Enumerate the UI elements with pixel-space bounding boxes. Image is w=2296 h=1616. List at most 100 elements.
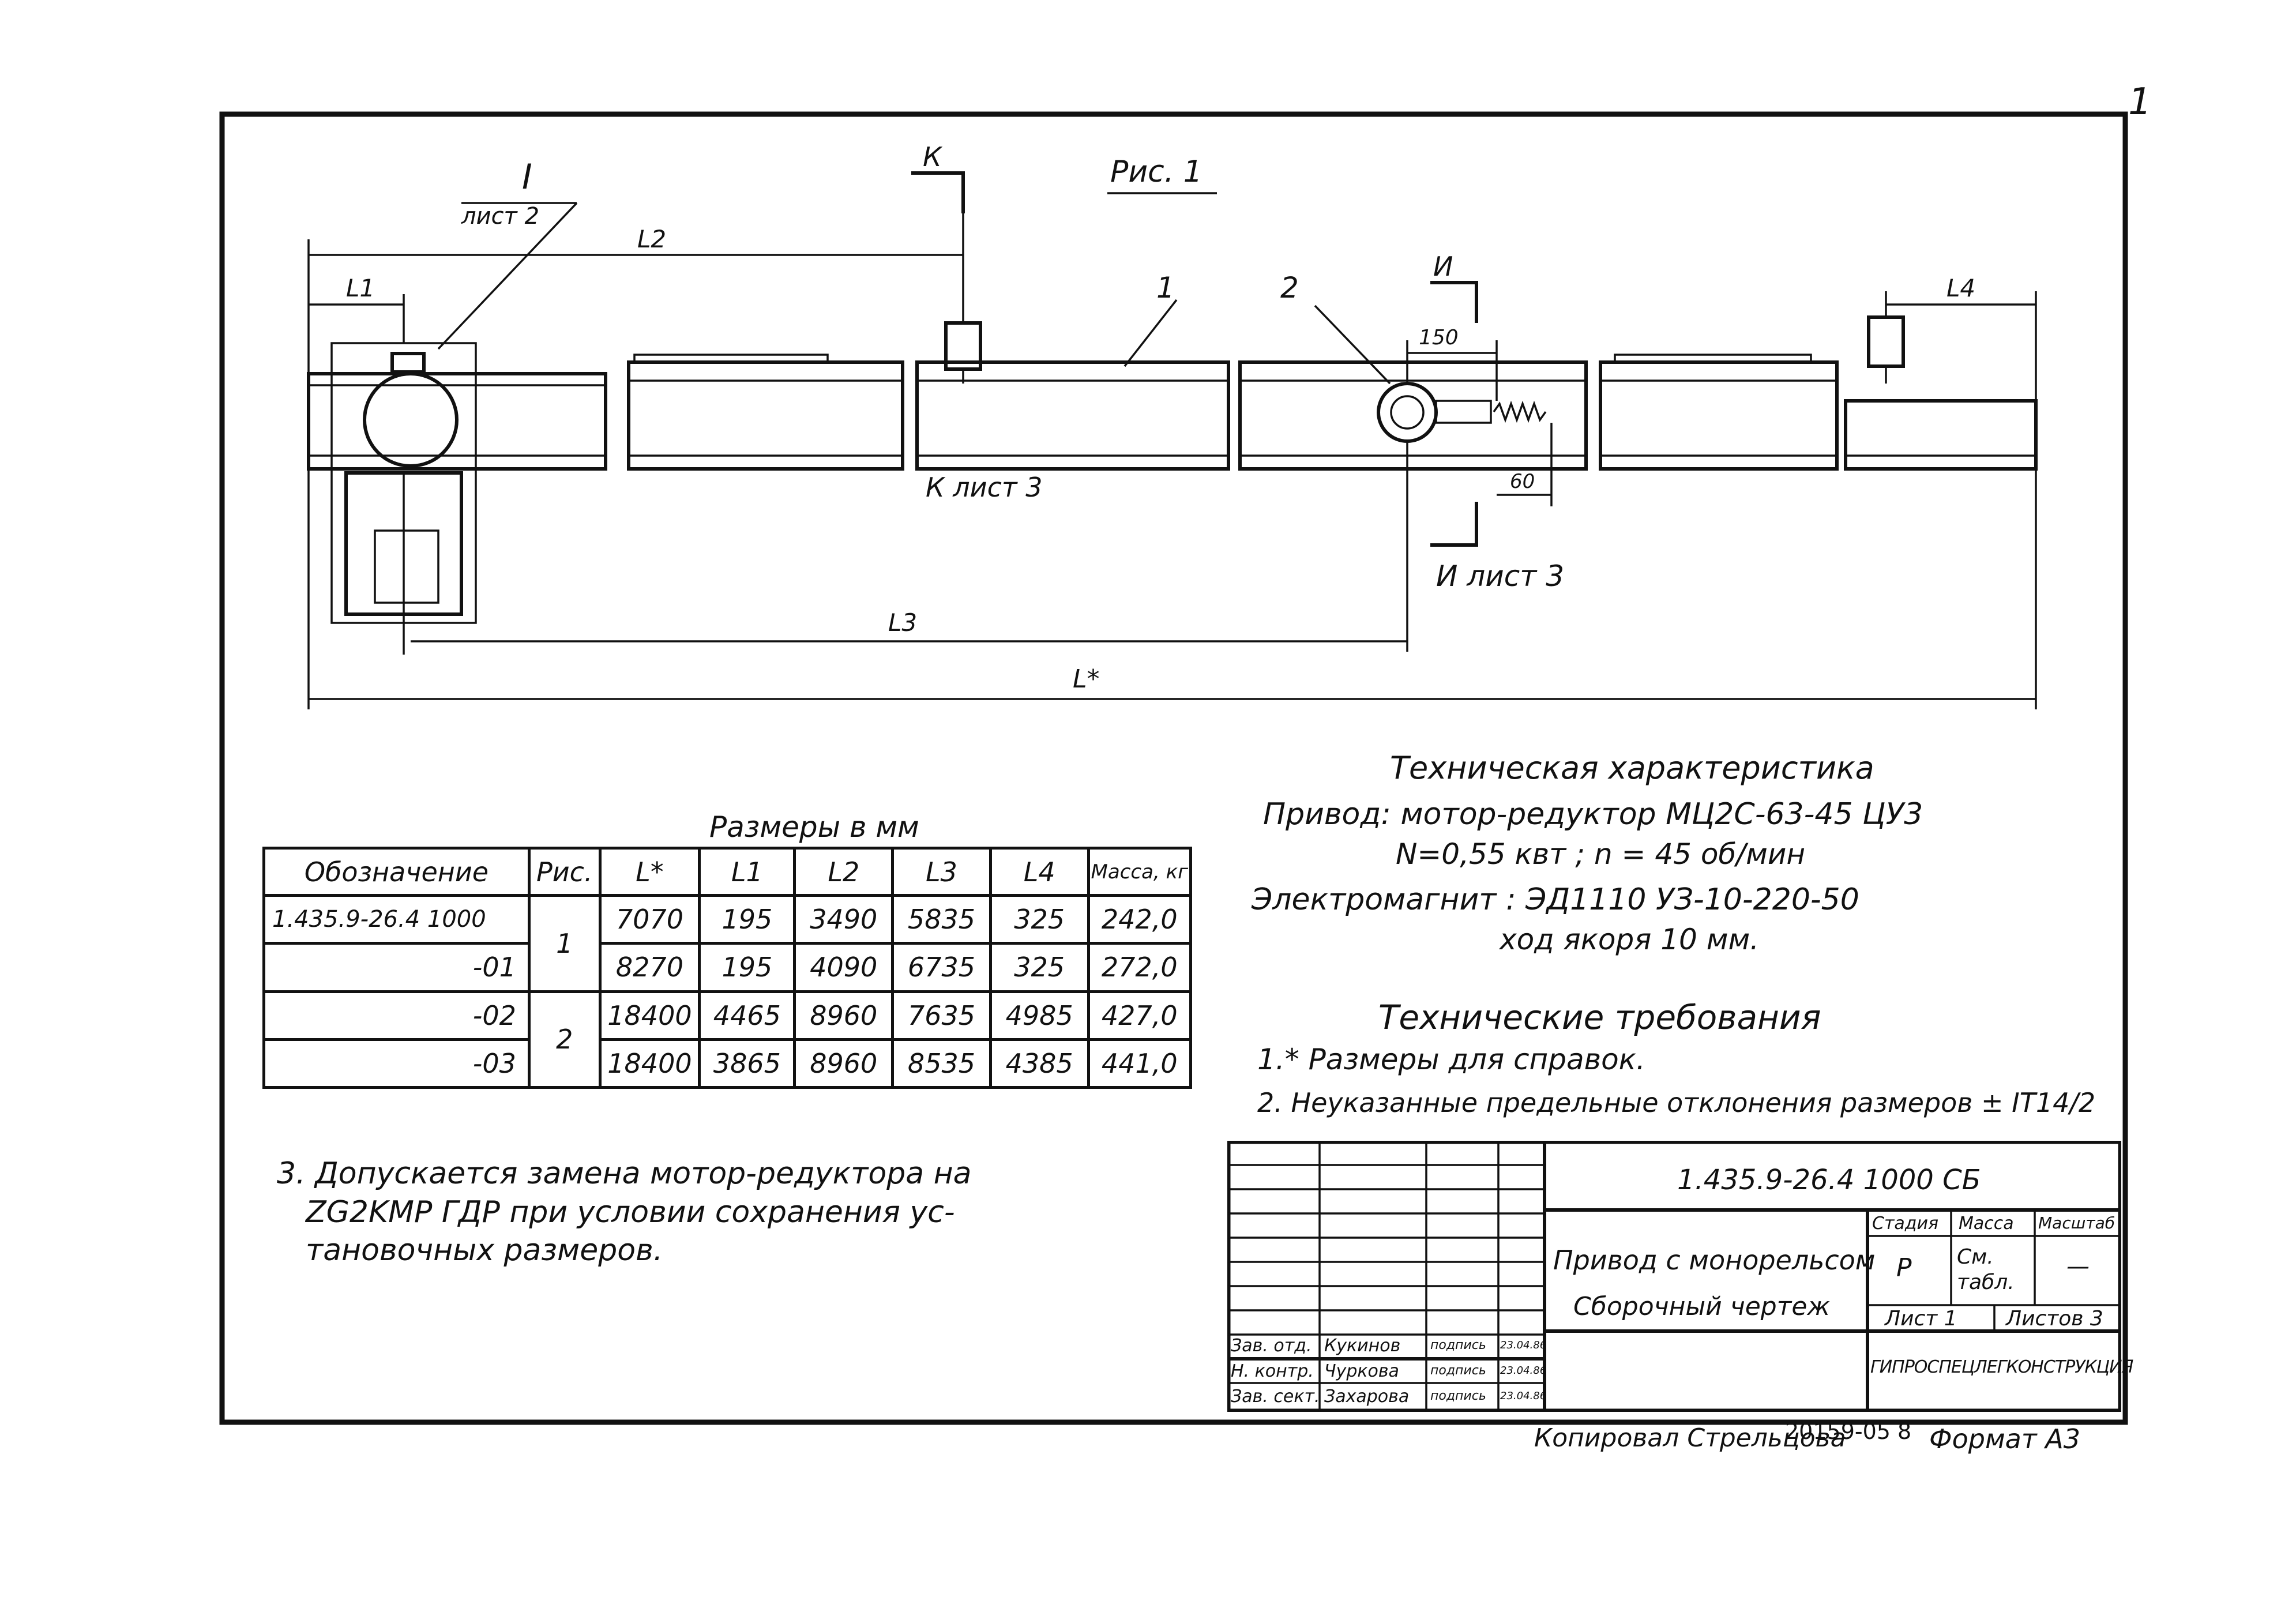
section-K-mark	[911, 171, 965, 213]
cell-L2: 4090	[793, 942, 895, 993]
col-figure: Рис.	[527, 847, 602, 897]
cell-L4: 4985	[989, 990, 1090, 1041]
cell-L-total: 8270	[598, 942, 701, 993]
leader-view-I	[437, 202, 578, 350]
col-L2: L2	[793, 847, 895, 897]
sheet-number: Лист 1	[1885, 1307, 1957, 1331]
rail-segment-6	[1844, 399, 2038, 471]
section-K-sheet: К лист 3	[926, 472, 1043, 503]
rail-segment-3	[915, 360, 1230, 471]
top-plate	[1614, 354, 1812, 364]
cell-L-total: 18400	[598, 1038, 701, 1089]
rail-segment-1	[307, 372, 607, 471]
sig-role: Зав. отд.	[1231, 1336, 1312, 1356]
dim-L4-label: L4	[1946, 274, 1976, 302]
cell-L4: 325	[989, 893, 1090, 945]
cell-figure: 2	[527, 990, 602, 1089]
size-table: Обозначение Рис. L* L1 L2 L3 L4 Масса, к…	[262, 847, 1192, 1089]
cell-L2: 8960	[793, 1038, 895, 1089]
cell-L1: 195	[698, 893, 796, 945]
motor-mount	[390, 352, 426, 374]
cell-L2: 3490	[793, 893, 895, 945]
table-header-row: Обозначение Рис. L* L1 L2 L3 L4 Масса, к…	[262, 847, 1192, 897]
part-1-label: 1	[1156, 271, 1175, 305]
col-L-total: L*	[598, 847, 701, 897]
scale-value: —	[2066, 1253, 2090, 1280]
cell-L1: 3865	[698, 1038, 796, 1089]
table-row: -03 18400 3865 8960 8535 4385 441,0	[262, 1038, 1192, 1089]
section-I-top-label: И	[1433, 251, 1453, 282]
leader-part-1	[1123, 299, 1178, 367]
cell-designation: 1.435.9-26.4 1000	[262, 893, 531, 945]
col-designation: Обозначение	[262, 847, 531, 897]
motor-housing	[363, 372, 459, 468]
gear-inner	[374, 529, 439, 604]
col-mass: Масса, кг	[1087, 847, 1192, 897]
cell-designation: -03	[262, 1038, 531, 1089]
figure-label: Рис. 1	[1110, 155, 1203, 189]
cell-L3: 8535	[891, 1038, 992, 1089]
monorail	[307, 354, 2038, 471]
dim-60-label: 60	[1510, 470, 1535, 493]
cell-L-total: 7070	[598, 893, 701, 945]
sig-role: Зав. сект.	[1231, 1386, 1320, 1407]
tech-char-drive: Привод: мотор-редуктор МЦ2С-63-45 ЦУ3	[1263, 797, 1923, 832]
sig-signature: подпись	[1430, 1338, 1486, 1352]
archive-sheet: 8	[1897, 1419, 1912, 1444]
tech-char-drive-params: N=0,55 квт ; n = 45 об/мин	[1396, 837, 1806, 871]
dim-L-total-label: L*	[1073, 664, 1100, 694]
document-name-line1: Привод с монорельсом	[1553, 1245, 1876, 1276]
table-row: 1.435.9-26.4 1000 1 7070 195 3490 5835 3…	[262, 893, 1192, 993]
sig-date: 23.04.86	[1500, 1339, 1547, 1351]
dim-L2-label: L2	[637, 225, 667, 253]
dim-150-label: 150	[1419, 326, 1459, 349]
cell-L-total: 18400	[598, 990, 701, 1041]
document-name-line2: Сборочный чертеж	[1573, 1292, 1831, 1321]
section-K-label: К	[923, 141, 942, 172]
cell-L2: 8960	[793, 990, 895, 1041]
archive-number: 20159-05	[1785, 1419, 1891, 1444]
cell-L4: 325	[989, 942, 1090, 993]
stage-value: Р	[1896, 1253, 1912, 1283]
mass-label: Масса	[1959, 1213, 2014, 1234]
cell-L1: 4465	[698, 990, 796, 1041]
tech-req-item3-line2: ZG2KMP ГДР при условии сохранения ус-	[306, 1195, 955, 1230]
section-I-top-mark	[1430, 281, 1478, 323]
dim-L3-label: L3	[888, 608, 918, 637]
scale-label: Масштаб	[2038, 1213, 2115, 1232]
copied-by: Копировал Стрельцова	[1534, 1423, 1846, 1453]
title-block: 1.435.9-26.4 1000 СБ Привод с монорельсо…	[1227, 1141, 2133, 1412]
cell-designation: -01	[262, 942, 531, 993]
section-I-bottom-label: И лист 3	[1436, 559, 1565, 593]
rail-segment-5	[1599, 360, 1839, 471]
sensor-2	[1867, 315, 1905, 368]
cell-designation: -02	[262, 990, 531, 1041]
electromagnet-body	[1435, 400, 1492, 424]
tech-req-item3-line1: 3. Допускается замена мотор-редуктора на	[277, 1156, 972, 1191]
sig-name: Кукинов	[1324, 1336, 1401, 1356]
page-number: 1	[2128, 81, 2152, 123]
top-plate	[633, 354, 829, 364]
electromagnet-core	[1390, 395, 1425, 430]
cell-figure: 1	[527, 894, 602, 993]
sheet-frame	[219, 111, 2128, 1425]
cell-mass: 427,0	[1087, 990, 1192, 1041]
sig-signature: подпись	[1430, 1363, 1486, 1378]
sig-signature: подпись	[1430, 1389, 1486, 1403]
electromagnet-unit	[1377, 382, 1547, 443]
stage-label: Стадия	[1872, 1213, 1939, 1234]
cell-L4: 4385	[989, 1038, 1090, 1089]
view-I-sheet: лист 2	[461, 203, 540, 230]
section-I-bottom-mark	[1430, 502, 1478, 547]
tech-req-item2: 2. Неуказанные предельные отклонения раз…	[1257, 1087, 2096, 1118]
cell-L3: 7635	[891, 990, 992, 1041]
size-table-caption: Размеры в мм	[709, 810, 919, 844]
tech-req-item1: 1.* Размеры для справок.	[1257, 1043, 1645, 1076]
view-I-label: I	[522, 157, 532, 197]
table-row: -02 2 18400 4465 8960 7635 4985 427,0	[262, 990, 1192, 1089]
drive-unit	[330, 342, 477, 655]
cell-mass: 441,0	[1087, 1038, 1192, 1089]
tech-char-electromagnet: Электромагнит : ЭД1110 УЗ-10-220-50	[1252, 882, 1859, 917]
document-code: 1.435.9-26.4 1000 СБ	[1677, 1164, 1981, 1196]
